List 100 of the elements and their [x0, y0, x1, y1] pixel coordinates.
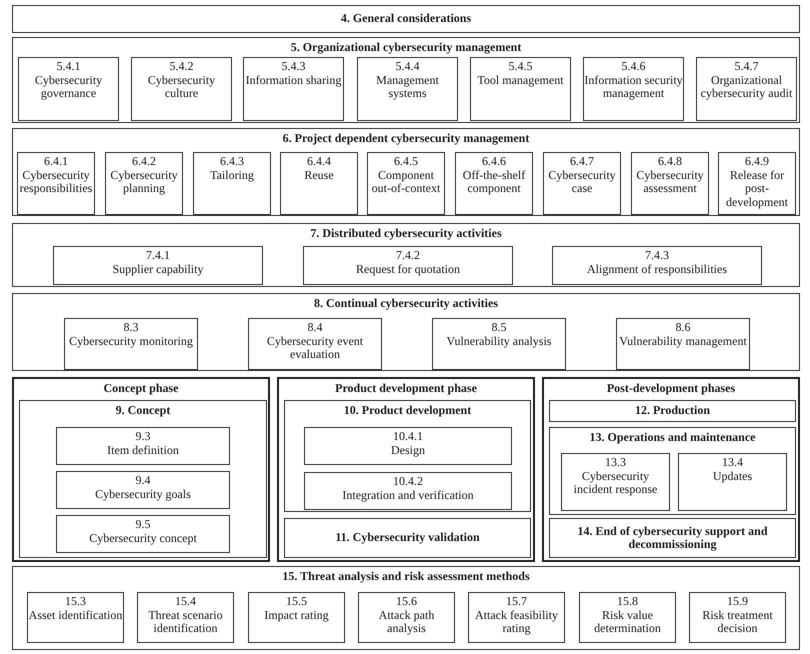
clause-title: Impact rating [263, 608, 330, 622]
section-panel [284, 400, 531, 512]
section-heading: Concept phase [102, 380, 180, 396]
clause-title: Information security management [584, 74, 683, 100]
section-heading: 6. Project dependent cybersecurity management [282, 130, 530, 146]
clause-box [367, 152, 445, 215]
clause-box [583, 57, 684, 121]
clause-number: 9.3 [134, 430, 152, 444]
section-heading: 15. Threat analysis and risk assessment methods [281, 568, 531, 584]
clause-number: 15.8 [616, 595, 639, 608]
clause-title: Tool management [476, 74, 565, 87]
clause-box [468, 592, 565, 643]
clause-number: 13.3 [604, 456, 627, 470]
clause-box [455, 152, 533, 215]
clause-number: 6.4.6 [481, 155, 507, 168]
clause-box [561, 453, 670, 511]
clause-number: 5.4.7 [734, 60, 760, 74]
section-panel [12, 223, 800, 287]
clause-number: 6.4.7 [569, 155, 595, 168]
clause-title: Organizational cybersecurity audit [700, 74, 794, 100]
clause-title: Threat scenario identification [147, 608, 224, 636]
clause-box [678, 453, 787, 511]
clause-box [552, 246, 762, 285]
clause-number: 10.4.2 [392, 475, 424, 488]
clause-box [56, 471, 230, 509]
clause-box [27, 592, 124, 643]
clause-box [304, 472, 512, 510]
clause-title: Cybersecurity culture [146, 74, 216, 100]
clause-box [248, 318, 382, 370]
clause-number: 5.4.3 [280, 60, 306, 74]
clause-title: Information sharing [244, 74, 342, 87]
clause-box [56, 515, 230, 553]
clause-box [56, 427, 230, 465]
clause-number: 8.5 [490, 321, 508, 334]
clause-box [543, 152, 621, 215]
clause-box [64, 318, 198, 370]
clause-box [358, 592, 455, 643]
clause-title: Vulnerability management [618, 334, 748, 348]
section-heading: 10. Product development [342, 402, 472, 418]
clause-number: 8.4 [306, 321, 324, 334]
section-heading: 9. Concept [114, 402, 172, 418]
clause-number: 6.4.1 [43, 155, 69, 168]
clause-title: Asset identification [28, 608, 123, 622]
section-panel [12, 37, 800, 123]
clause-title: Attack path analysis [378, 608, 436, 636]
clause-number: 13.4 [721, 456, 744, 470]
clause-box [137, 592, 234, 643]
clause-title: Cybersecurity concept [88, 532, 198, 545]
clause-title: Supplier capability [112, 262, 204, 276]
clause-number: 8.6 [674, 321, 692, 334]
section-panel [12, 293, 800, 371]
clause-title: Updates [712, 470, 754, 483]
clause-box [284, 518, 531, 558]
clause-box [53, 246, 263, 285]
clause-box [718, 152, 796, 215]
section-heading: Product development phase [334, 380, 478, 396]
clause-title: Risk treatment decision [701, 608, 774, 636]
clause-title: Off-the-shelf component [462, 168, 526, 196]
clause-title: Cybersecurity assessment [635, 168, 705, 196]
clause-title: Alignment of responsibilities [586, 262, 728, 276]
clause-title: Cybersecurity event evaluation [266, 334, 364, 362]
clause-box [304, 427, 512, 465]
clause-number: 5.4.4 [394, 60, 420, 74]
clause-title: Design [390, 444, 426, 457]
clause-number: 5.4.6 [620, 60, 646, 74]
clause-number: 15.3 [64, 595, 87, 608]
clause-title: Cybersecurity planning [109, 168, 179, 196]
clause-box [689, 592, 786, 643]
clause-title: Release for post-development [725, 168, 789, 209]
clause-title: Cybersecurity monitoring [68, 334, 194, 348]
clause-title: Item definition [106, 444, 180, 457]
phase-panel [12, 377, 270, 562]
clause-number: 5.4.2 [168, 60, 194, 74]
section-heading: 13. Operations and maintenance [588, 429, 756, 444]
clause-number: 5.4.5 [508, 60, 534, 74]
clause-title: Management systems [375, 74, 440, 100]
clause-box [243, 57, 344, 121]
section-panel [19, 400, 267, 558]
clause-box [549, 400, 796, 422]
clause-box [579, 592, 676, 643]
clause-number: 6.4.2 [131, 155, 157, 168]
clause-title: Tailoring [209, 168, 255, 182]
clause-box [280, 152, 358, 215]
clause-title: Cybersecurity responsibilities [18, 168, 94, 196]
clause-box [131, 57, 232, 121]
clause-title: Vulnerability analysis [446, 334, 552, 348]
clause-number: 7.4.3 [644, 249, 670, 262]
clause-number: 8.3 [122, 321, 140, 334]
clause-box [303, 246, 513, 285]
phase-panel [277, 377, 535, 562]
clause-number: 15.7 [505, 595, 528, 608]
clause-box [631, 152, 709, 215]
clause-number: 6.4.8 [657, 155, 683, 168]
clause-box [18, 57, 119, 121]
clause-number: 9.5 [134, 518, 152, 532]
clause-number: 6.4.4 [306, 155, 332, 168]
clause-title: Cybersecurity governance [34, 74, 104, 100]
clause-number: 15.4 [174, 595, 197, 608]
section-panel [12, 128, 800, 216]
clause-box [12, 5, 800, 33]
